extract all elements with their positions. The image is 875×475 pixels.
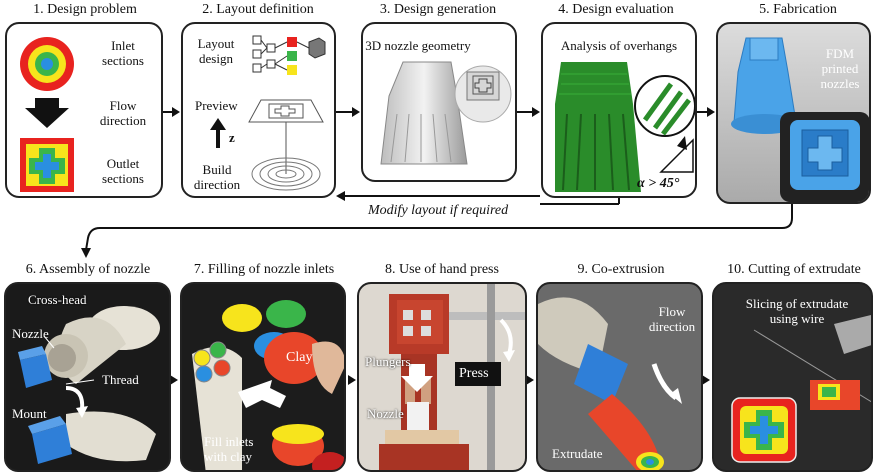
panel-layout-definition: Layout design Preview z B [181,22,336,198]
panel-design-generation: 3D nozzle geometry [361,22,517,182]
slicing-label: Slicing of extrudate using wire [745,296,849,326]
panel-co-extrusion: Flow direction Extrudate [536,282,703,472]
plungers-label: Plungers [365,354,411,369]
nozzle-label-6: Nozzle [12,326,49,341]
extrudate-label: Extrudate [552,446,603,461]
outlet-sections-label: Outlet sections [102,156,144,186]
modify-layout-label: Modify layout if required [368,203,509,218]
filling-photo [192,300,344,470]
step-title-8: 8. Use of hand press [385,262,499,277]
flow-direction-label-9: Flow direction [648,304,696,334]
preview-layers-icon [248,99,324,174]
cutting-photo [731,314,871,463]
layout-design-label: Layout design [197,36,235,66]
press-label: Press [459,366,489,381]
step-title-2: 2. Layout definition [202,2,314,17]
nozzle-geometry-render [380,61,512,165]
step-title-6: 6. Assembly of nozzle [25,262,151,277]
step-title-3: 3. Design generation [379,2,497,17]
layout-graph-icon [210,35,326,191]
step-title-5: 5. Fabrication [759,2,837,17]
thread-label: Thread [102,372,139,387]
panel-design-problem: Inlet sections Flow direction Outlet sec… [5,22,163,198]
alpha-angle-label: α > 45° [637,176,680,191]
panel-design-evaluation: Analysis of overhangs α > 45° [541,22,697,198]
panel-filling: Clay Fill inlets with clay [180,282,346,472]
fill-inlets-label: Fill inlets with clay [204,434,254,464]
step-title-1: 1. Design problem [33,2,137,17]
zoom-detail-icon [634,75,695,137]
inlet-sections-label: Inlet sections [102,38,144,68]
step-title-9: 9. Co-extrusion [577,262,665,277]
fdm-printed-label: FDM printed nozzles [820,46,860,91]
panel-hand-press: Press Plungers Nozzle [357,282,527,472]
overhang-analysis-render [555,62,695,192]
nozzle-geometry-label: 3D nozzle geometry [365,38,471,53]
flow-direction-label: Flow direction [99,98,147,128]
z-axis-arrow-icon [210,118,226,148]
panel-assembly: Cross-head Nozzle Thread Mount [4,282,171,472]
co-extrusion-photo [538,297,682,470]
build-direction-label: Build direction [193,162,241,192]
inlet-rings-icon [20,37,74,192]
mount-label: Mount [12,406,47,421]
nozzle-label-8: Nozzle [367,406,404,421]
clay-label: Clay [286,350,313,365]
overhangs-label: Analysis of overhangs [560,38,678,53]
step-title-4: 4. Design evaluation [558,2,674,17]
step-title-10: 10. Cutting of extrudate [727,262,861,277]
build-spiral-icon [251,157,321,191]
panel-cutting: Slicing of extrudate using wire [712,282,873,472]
flow-arrow-icon [25,98,69,128]
panel-fabrication: FDM printed nozzles [716,22,871,204]
printed-nozzles-photo [731,37,869,202]
assembly-photo [18,306,160,464]
step-title-7: 7. Filling of nozzle inlets [193,262,335,277]
hand-press-photo [379,284,525,470]
preview-label: Preview [195,98,238,113]
angle-icon [659,138,694,173]
z-axis-label: z [229,130,235,145]
cross-head-label: Cross-head [28,292,87,307]
